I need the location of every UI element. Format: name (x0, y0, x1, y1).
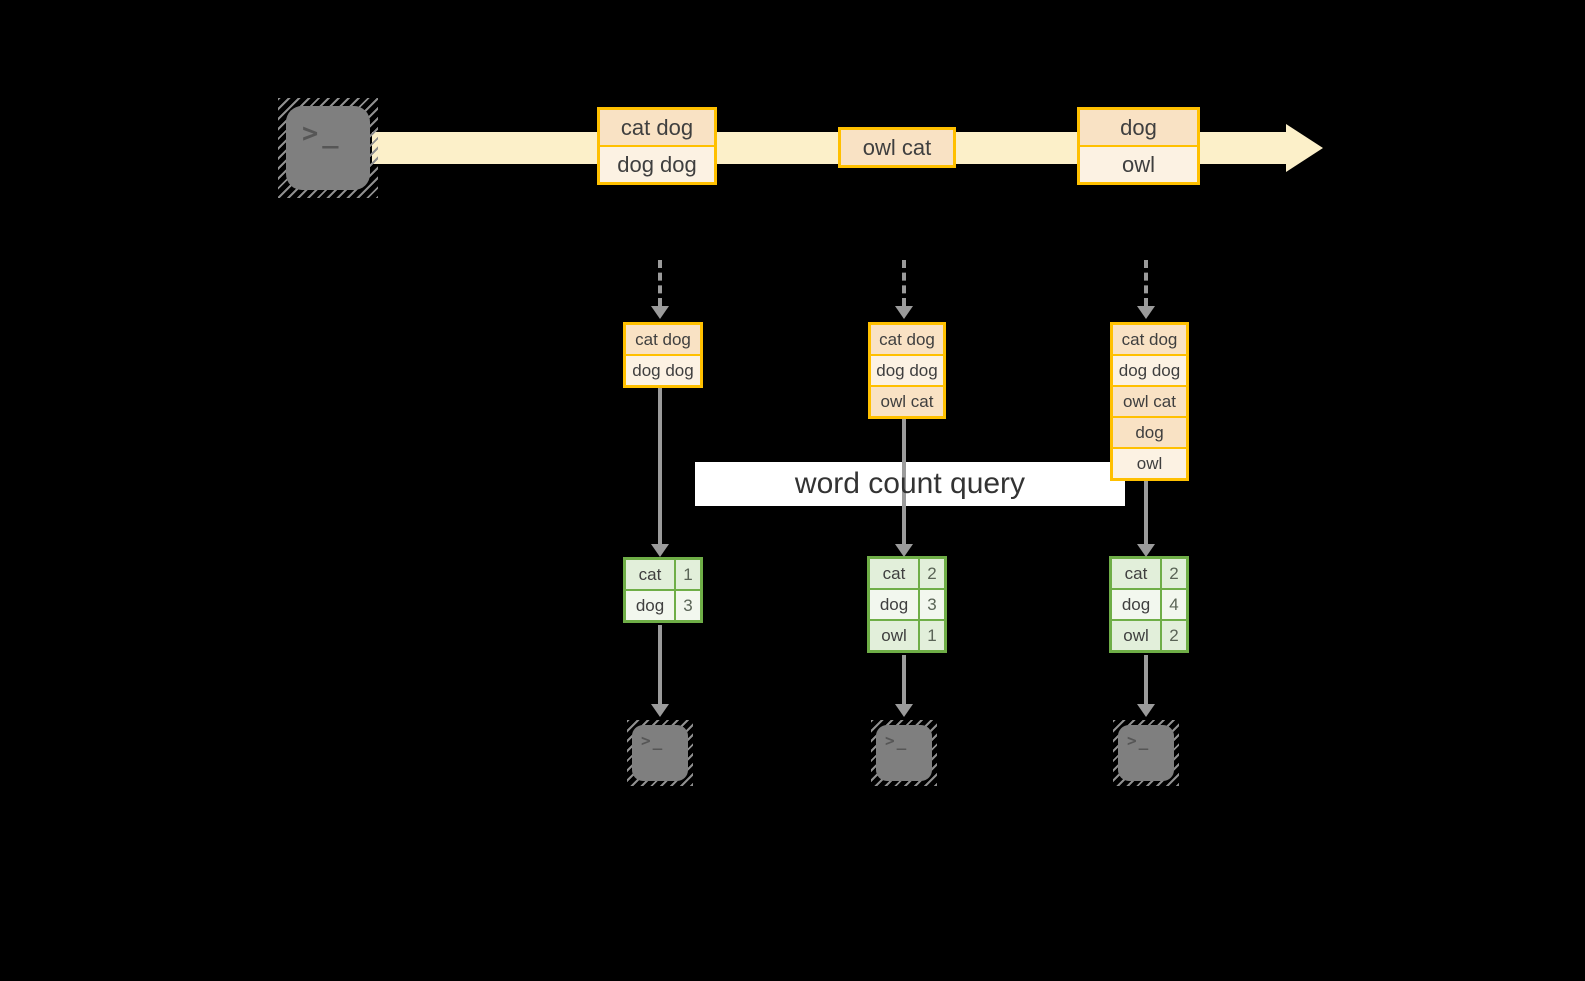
prompt-chevron: > (885, 731, 897, 750)
dashed-arrowhead-icon (895, 306, 913, 319)
prompt-chevron: > (302, 118, 323, 149)
terminal-prompt-icon: > _ (1127, 731, 1150, 750)
stream-arrowhead-icon (1286, 124, 1323, 172)
terminal-prompt-icon: > _ (641, 731, 664, 750)
state-record: cat dog (1113, 325, 1186, 354)
stream-record-line: dog (1080, 110, 1197, 145)
arrow (658, 388, 662, 545)
arrowhead-icon (651, 544, 669, 557)
count-value: 3 (676, 591, 700, 620)
query-label: word count query (794, 467, 1026, 500)
prompt-cursor: _ (896, 731, 909, 750)
terminal-sink-icon: > _ (876, 725, 932, 781)
state-record: owl cat (871, 387, 943, 416)
count-value: 1 (676, 560, 700, 589)
stream-record-line: dog dog (600, 147, 714, 182)
prompt-chevron: > (1127, 731, 1139, 750)
state-record: cat dog (626, 325, 700, 354)
dashed-arrowhead-icon (1137, 306, 1155, 319)
count-table: cat 2 dog 4 owl 2 (1109, 556, 1189, 653)
arrowhead-icon (1137, 544, 1155, 557)
prompt-cursor: _ (1138, 731, 1151, 750)
terminal-sink-icon: > _ (1118, 725, 1174, 781)
state-record: dog dog (626, 356, 700, 385)
terminal-sink-icon: > _ (632, 725, 688, 781)
stream-record-line: owl (1080, 147, 1197, 182)
stream-record: owl cat (838, 127, 956, 168)
state-record: dog (1113, 418, 1186, 447)
count-table: cat 2 dog 3 owl 1 (867, 556, 947, 653)
count-table: cat 1 dog 3 (623, 557, 703, 623)
count-word: cat (870, 559, 918, 588)
state-record: owl (1113, 449, 1186, 478)
arrow (1144, 481, 1148, 545)
stream-record: dog owl (1077, 107, 1200, 185)
dashed-arrow (1144, 260, 1148, 306)
state-record: owl cat (1113, 387, 1186, 416)
count-value: 2 (920, 559, 944, 588)
count-word: cat (1112, 559, 1160, 588)
arrow (1144, 655, 1148, 705)
state-record: dog dog (1113, 356, 1186, 385)
state-record: dog dog (871, 356, 943, 385)
stream-record-line: owl cat (841, 130, 953, 165)
count-value: 1 (920, 621, 944, 650)
terminal-prompt-icon: > _ (302, 118, 343, 149)
state-record: cat dog (871, 325, 943, 354)
query-label-box: word count query (695, 462, 1125, 506)
prompt-cursor: _ (322, 118, 343, 149)
count-word: dog (1112, 590, 1160, 619)
arrowhead-icon (895, 544, 913, 557)
terminal-prompt-icon: > _ (885, 731, 908, 750)
count-word: dog (626, 591, 674, 620)
stream-record: cat dog dog dog (597, 107, 717, 185)
arrow (902, 655, 906, 705)
stream-record-line: cat dog (600, 110, 714, 145)
prompt-cursor: _ (652, 731, 665, 750)
count-value: 2 (1162, 559, 1186, 588)
arrowhead-icon (895, 704, 913, 717)
arrow (902, 419, 906, 545)
dashed-arrow (658, 260, 662, 306)
arrowhead-icon (1137, 704, 1155, 717)
prompt-chevron: > (641, 731, 653, 750)
state-box: cat dog dog dog owl cat (868, 322, 946, 419)
dashed-arrowhead-icon (651, 306, 669, 319)
count-value: 3 (920, 590, 944, 619)
count-word: owl (1112, 621, 1160, 650)
state-box: cat dog dog dog (623, 322, 703, 388)
count-word: dog (870, 590, 918, 619)
count-value: 2 (1162, 621, 1186, 650)
count-word: owl (870, 621, 918, 650)
terminal-source-icon: > _ (286, 106, 370, 190)
arrowhead-icon (651, 704, 669, 717)
count-word: cat (626, 560, 674, 589)
arrow (658, 625, 662, 705)
dashed-arrow (902, 260, 906, 306)
count-value: 4 (1162, 590, 1186, 619)
state-box: cat dog dog dog owl cat dog owl (1110, 322, 1189, 481)
